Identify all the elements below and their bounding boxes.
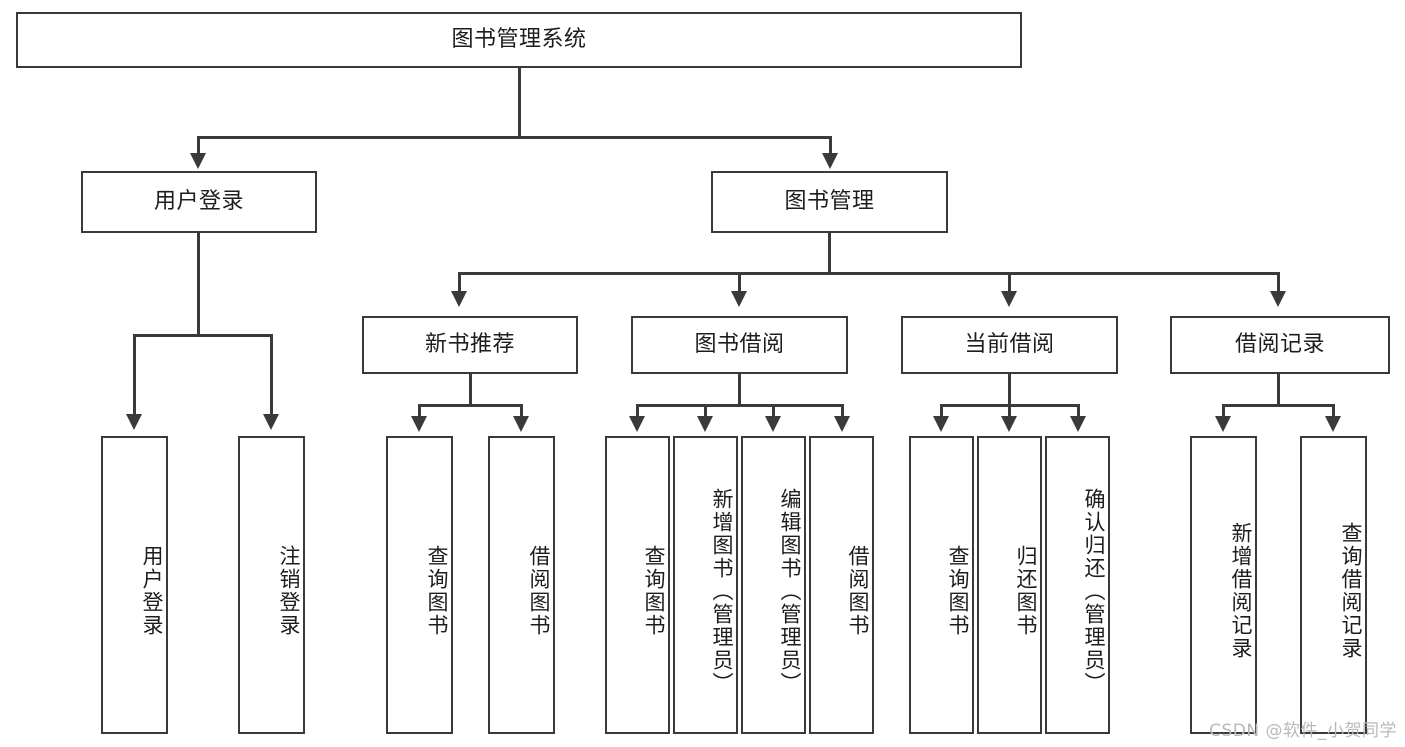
node-label: 用户登录 <box>153 188 244 214</box>
edge-br-child-2 <box>1332 404 1335 418</box>
watermark-text: CSDN @软件_小贺同学 <box>1209 721 1397 741</box>
leaf-cb-confirm-return-admin[interactable]: 确认归还（管理员） <box>1045 436 1110 734</box>
edge-cb-trunk <box>1008 374 1011 406</box>
node-label: 查询图书 <box>425 545 449 637</box>
node-label: 当前借阅 <box>964 331 1055 357</box>
node-label: 图书借阅 <box>694 331 785 357</box>
node-label: 新增借阅记录 <box>1229 522 1253 660</box>
leaf-cb-query-books[interactable]: 查询图书 <box>909 436 974 734</box>
arrow-down-icon <box>451 291 467 307</box>
leaf-bb-add-book-admin[interactable]: 新增图书（管理员） <box>673 436 738 734</box>
node-label: 注销登录 <box>277 545 301 637</box>
edge-bb-child-3 <box>772 404 775 418</box>
arrow-down-icon <box>1070 416 1086 432</box>
node-label: 借阅记录 <box>1234 331 1325 357</box>
arrow-down-icon <box>263 414 279 430</box>
edge-user-login-child-2 <box>270 334 273 416</box>
node-user-login[interactable]: 用户登录 <box>81 171 317 233</box>
edge-bb-bar <box>636 404 844 407</box>
node-label: 查询图书 <box>642 545 666 637</box>
edge-root-trunk <box>518 68 521 136</box>
edge-bb-child-2 <box>704 404 707 418</box>
node-current-borrow[interactable]: 当前借阅 <box>901 316 1118 374</box>
edge-bb-trunk <box>738 374 741 406</box>
node-label: 图书管理系统 <box>451 26 587 52</box>
edge-book-management-trunk <box>828 233 831 274</box>
node-root-book-management-system[interactable]: 图书管理系统 <box>16 12 1022 68</box>
edge-nbr-trunk <box>469 374 472 406</box>
edge-book-management-bar <box>458 272 1280 275</box>
leaf-user-login-login[interactable]: 用户登录 <box>101 436 168 734</box>
leaf-br-query-borrow-record[interactable]: 查询借阅记录 <box>1300 436 1367 734</box>
edge-root-to-user-login <box>197 136 200 156</box>
node-label: 新增图书（管理员） <box>710 487 734 695</box>
node-label: 借阅图书 <box>527 545 551 637</box>
leaf-cb-return-books[interactable]: 归还图书 <box>977 436 1042 734</box>
edge-bb-child-1 <box>636 404 639 418</box>
edge-bm-child-3 <box>1008 272 1011 294</box>
node-label: 查询借阅记录 <box>1339 522 1363 660</box>
node-label: 编辑图书（管理员） <box>778 487 802 695</box>
arrow-down-icon <box>513 416 529 432</box>
arrow-down-icon <box>731 291 747 307</box>
edge-br-child-1 <box>1222 404 1225 418</box>
node-borrow-record[interactable]: 借阅记录 <box>1170 316 1390 374</box>
node-label: 借阅图书 <box>846 545 870 637</box>
arrow-down-icon <box>1001 291 1017 307</box>
arrow-down-icon <box>834 416 850 432</box>
edge-bb-child-4 <box>841 404 844 418</box>
node-label: 查询图书 <box>946 545 970 637</box>
arrow-down-icon <box>629 416 645 432</box>
arrow-down-icon <box>1270 291 1286 307</box>
leaf-bb-query-books[interactable]: 查询图书 <box>605 436 670 734</box>
node-new-book-recommend[interactable]: 新书推荐 <box>362 316 578 374</box>
arrow-down-icon <box>1001 416 1017 432</box>
edge-user-login-trunk <box>197 233 200 337</box>
node-book-borrow[interactable]: 图书借阅 <box>631 316 848 374</box>
node-label: 图书管理 <box>784 188 875 214</box>
arrow-down-icon <box>1325 416 1341 432</box>
node-label: 归还图书 <box>1014 545 1038 637</box>
leaf-nbr-query-books[interactable]: 查询图书 <box>386 436 453 734</box>
edge-bm-child-1 <box>458 272 461 294</box>
arrow-down-icon <box>190 153 206 169</box>
leaf-user-login-logout[interactable]: 注销登录 <box>238 436 305 734</box>
edge-root-bar <box>197 136 832 139</box>
edge-cb-child-3 <box>1077 404 1080 418</box>
edge-nbr-child-2 <box>520 404 523 418</box>
arrow-down-icon <box>411 416 427 432</box>
node-label: 确认归还（管理员） <box>1082 487 1106 695</box>
edge-bm-child-4 <box>1277 272 1280 294</box>
leaf-nbr-borrow-books[interactable]: 借阅图书 <box>488 436 555 734</box>
edge-nbr-bar <box>418 404 523 407</box>
node-label: 用户登录 <box>140 545 164 637</box>
edge-br-trunk <box>1277 374 1280 406</box>
node-label: 新书推荐 <box>424 331 515 357</box>
edge-nbr-child-1 <box>418 404 421 418</box>
edge-bm-child-2 <box>738 272 741 294</box>
edge-user-login-child-1 <box>133 334 136 416</box>
arrow-down-icon <box>126 414 142 430</box>
leaf-bb-edit-book-admin[interactable]: 编辑图书（管理员） <box>741 436 806 734</box>
arrow-down-icon <box>933 416 949 432</box>
arrow-down-icon <box>822 153 838 169</box>
leaf-bb-borrow-books[interactable]: 借阅图书 <box>809 436 874 734</box>
leaf-br-add-borrow-record[interactable]: 新增借阅记录 <box>1190 436 1257 734</box>
arrow-down-icon <box>697 416 713 432</box>
arrow-down-icon <box>765 416 781 432</box>
edge-cb-child-1 <box>940 404 943 418</box>
edge-user-login-bar <box>133 334 273 337</box>
arrow-down-icon <box>1215 416 1231 432</box>
edge-cb-child-2 <box>1008 404 1011 418</box>
edge-br-bar <box>1222 404 1335 407</box>
node-book-management[interactable]: 图书管理 <box>711 171 948 233</box>
edge-root-to-book-management <box>829 136 832 156</box>
